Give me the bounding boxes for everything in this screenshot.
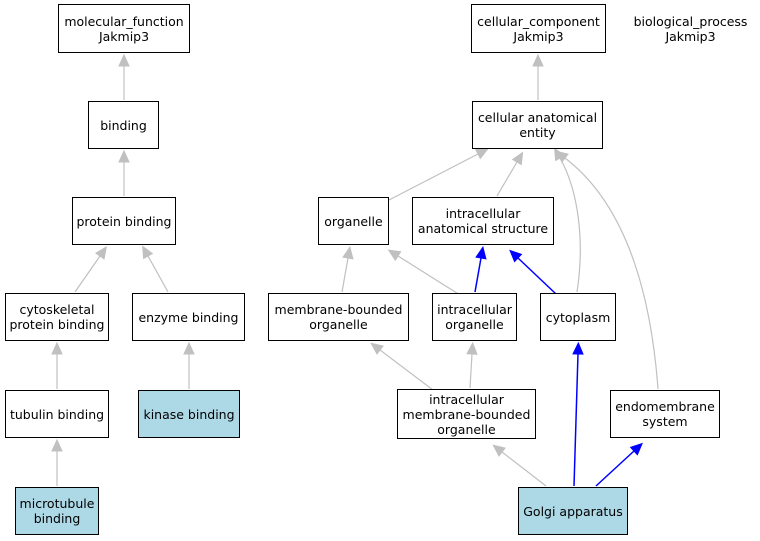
- node-protein-binding[interactable]: protein binding: [72, 197, 176, 245]
- arrowhead-icon: [572, 341, 584, 355]
- arrowhead-icon: [474, 148, 489, 160]
- node-cytoplasm[interactable]: cytoplasm: [540, 293, 616, 341]
- arrowhead-icon: [475, 245, 487, 260]
- arrowhead-icon: [51, 438, 63, 452]
- node-intracellular-membrane-bounded-organelle[interactable]: intracellular membrane-bounded organelle: [397, 389, 536, 439]
- node-biological-process[interactable]: biological_process Jakmip3: [628, 4, 753, 53]
- node-cellular-component[interactable]: cellular_component Jakmip3: [471, 4, 606, 53]
- arrowhead-icon: [142, 245, 154, 260]
- node-cellular-anatomical-entity[interactable]: cellular anatomical entity: [472, 101, 603, 149]
- arrowhead-icon: [183, 341, 195, 355]
- arrowhead-icon: [509, 249, 523, 263]
- edge-cytoskeletal-protein-binding-to-protein-binding: [74, 245, 107, 293]
- node-molecular-function[interactable]: molecular_function Jakmip3: [58, 4, 190, 53]
- edge-protein-binding-to-binding: [118, 149, 130, 196]
- node-binding[interactable]: binding: [88, 101, 159, 149]
- edge-organelle-to-cellular-anatomical-entity: [388, 148, 489, 201]
- arrowhead-icon: [555, 150, 569, 163]
- node-endomembrane-system[interactable]: endomembrane system: [610, 390, 720, 438]
- edge-microtubule-binding-to-tubulin-binding: [51, 438, 63, 486]
- node-intracellular-organelle[interactable]: intracellular organelle: [432, 293, 517, 341]
- arrowhead-icon: [370, 342, 384, 355]
- edge-golgi-apparatus-to-cytoplasm: [572, 341, 584, 487]
- node-intracellular-anatomical-structure[interactable]: intracellular anatomical structure: [412, 197, 554, 245]
- edge-kinase-binding-to-enzyme-binding: [183, 341, 195, 389]
- edge-intracellular-organelle-to-organelle: [387, 249, 461, 296]
- arrowhead-icon: [94, 245, 107, 260]
- node-golgi-apparatus[interactable]: Golgi apparatus: [518, 487, 628, 535]
- node-cytoskeletal-protein-binding[interactable]: cytoskeletal protein binding: [5, 293, 109, 341]
- edge-cytoplasm-to-intracellular-anatomical-structure: [509, 249, 557, 295]
- edge-intracellular-organelle-to-intracellular-anatomical-structure: [474, 245, 487, 293]
- edge-binding-to-molecular-function: [118, 53, 130, 100]
- edge-cytoplasm-to-cellular-anatomical-entity: [554, 147, 581, 293]
- arrowhead-icon: [492, 444, 506, 457]
- node-organelle[interactable]: organelle: [318, 197, 389, 245]
- node-microtubule-binding[interactable]: microtubule binding: [15, 487, 99, 535]
- edge-intracellular-membrane-bounded-organelle-to-intracellular-organelle: [466, 341, 478, 389]
- arrowhead-icon: [532, 53, 544, 67]
- arrowhead-icon: [466, 341, 478, 355]
- edge-cellular-anatomical-entity-to-cellular-component: [532, 53, 544, 100]
- edge-membrane-bounded-organelle-to-organelle: [341, 245, 354, 293]
- edge-endomembrane-system-to-cellular-anatomical-entity: [555, 150, 659, 390]
- node-enzyme-binding[interactable]: enzyme binding: [132, 293, 245, 341]
- arrowhead-icon: [118, 53, 130, 67]
- edge-intracellular-anatomical-structure-to-cellular-anatomical-entity: [496, 151, 524, 197]
- node-tubulin-binding[interactable]: tubulin binding: [5, 390, 109, 438]
- edge-golgi-apparatus-to-endomembrane-system: [595, 442, 643, 487]
- node-membrane-bounded-organelle[interactable]: membrane-bounded organelle: [268, 293, 409, 341]
- arrowhead-icon: [118, 149, 130, 163]
- arrowhead-icon: [342, 245, 354, 260]
- arrowhead-icon: [511, 151, 524, 166]
- arrowhead-icon: [387, 249, 402, 262]
- edge-tubulin-binding-to-cytoskeletal-protein-binding: [51, 341, 63, 389]
- edge-golgi-apparatus-to-intracellular-membrane-bounded-organelle: [492, 444, 547, 487]
- arrowhead-icon: [629, 442, 643, 456]
- edge-intracellular-membrane-bounded-organelle-to-membrane-bounded-organelle: [370, 342, 434, 391]
- arrowhead-icon: [51, 341, 63, 355]
- node-kinase-binding[interactable]: kinase binding: [138, 390, 240, 438]
- edge-enzyme-binding-to-protein-binding: [142, 245, 169, 293]
